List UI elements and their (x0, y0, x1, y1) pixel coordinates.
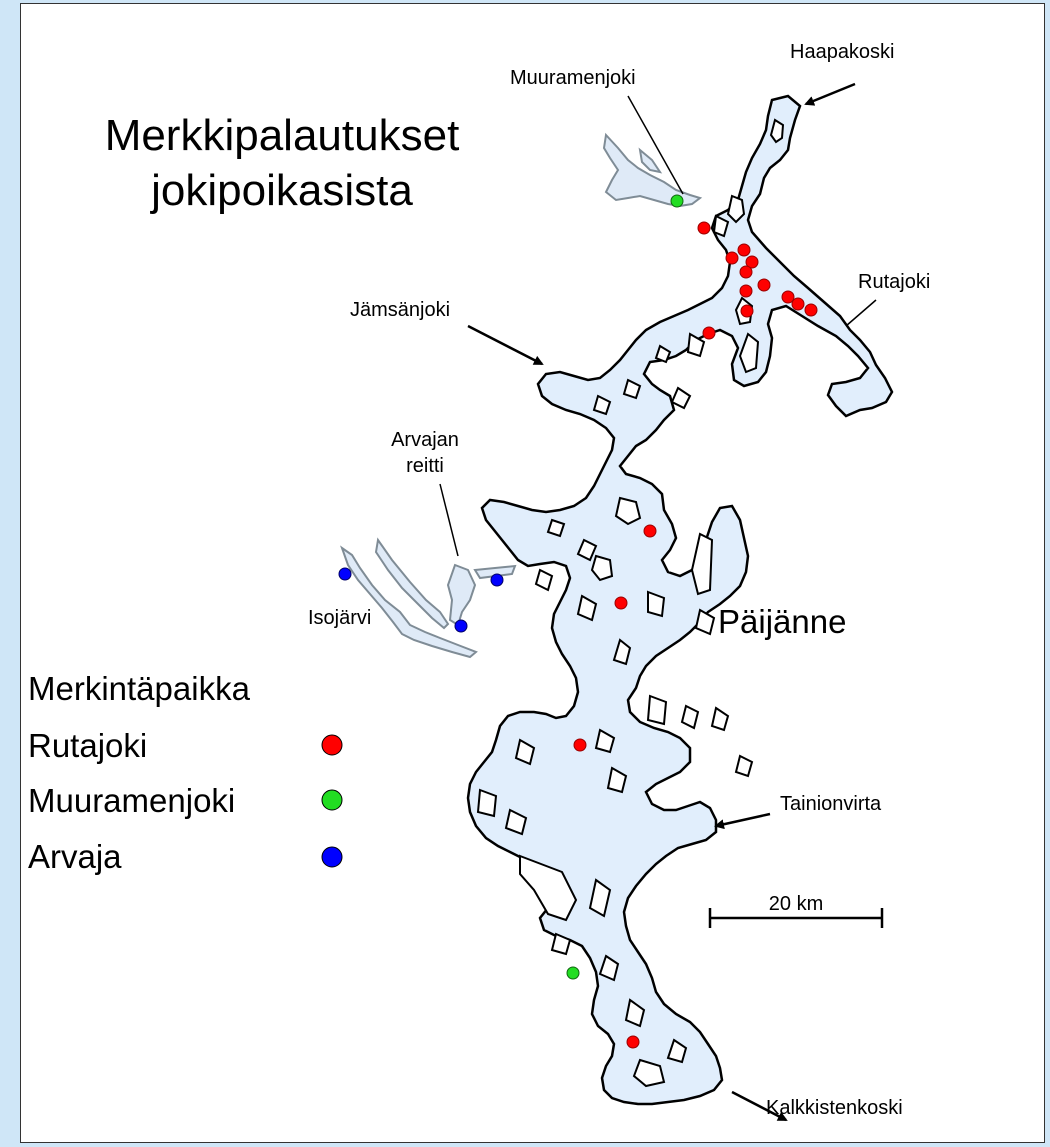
isojarvi-lake (340, 537, 517, 659)
marker-muuramenjoki (566, 966, 580, 980)
scale-bar (708, 908, 884, 928)
marker-rutajoki (745, 255, 759, 269)
markers-rutajoki (573, 221, 818, 1049)
marker-rutajoki (725, 251, 739, 265)
legend-item-muuramenjoki-label: Muuramenjoki (28, 782, 235, 819)
label-jamsanjoki: Jämsänjoki (350, 299, 450, 321)
legend-item-rutajoki-swatch (321, 734, 343, 756)
label-muuramenjoki: Muuramenjoki (510, 67, 636, 89)
marker-arvaja (338, 567, 352, 581)
marker-arvaja (490, 573, 504, 587)
label-isojarvi: Isojärvi (308, 607, 371, 629)
leader-arvajan-reitti (439, 483, 459, 557)
title-line-1: Merkkipalautukset (105, 111, 460, 160)
marker-rutajoki (702, 326, 716, 340)
marker-rutajoki (626, 1035, 640, 1049)
marker-arvaja (454, 619, 468, 633)
legend-item-arvaja-label: Arvaja (28, 838, 122, 875)
marker-muuramenjoki (670, 194, 684, 208)
label-kalkkistenkoski: Kalkkistenkoski (766, 1097, 903, 1119)
marker-rutajoki (614, 596, 628, 610)
label-haapakoski: Haapakoski (790, 41, 895, 63)
legend-heading: Merkintäpaikka (28, 670, 251, 707)
markers-muuramenjoki (566, 194, 684, 980)
muuramenjoki-lake (602, 132, 703, 208)
leader-rutajoki (845, 299, 877, 327)
marker-rutajoki (643, 524, 657, 538)
marker-rutajoki (757, 278, 771, 292)
paijanne-lake (466, 94, 894, 1106)
arrow-tainionvirta (714, 812, 771, 830)
label-rutajoki: Rutajoki (858, 271, 930, 293)
marker-rutajoki (739, 284, 753, 298)
marker-rutajoki (739, 265, 753, 279)
legend-item-rutajoki-label: Rutajoki (28, 727, 147, 764)
marker-rutajoki (573, 738, 587, 752)
marker-rutajoki (791, 297, 805, 311)
marker-rutajoki (737, 243, 751, 257)
leader-muuramenjoki (627, 95, 684, 195)
marker-rutajoki (740, 304, 754, 318)
arrow-kalkkistenkoski (731, 1090, 788, 1122)
marker-rutajoki (804, 303, 818, 317)
legend-item-arvaja-swatch (321, 846, 343, 868)
arrow-haapakoski (804, 82, 856, 106)
legend: Merkintäpaikka Rutajoki Muuramenjoki Arv… (28, 670, 343, 875)
label-arvajan-line-2: reitti (406, 455, 444, 477)
marker-rutajoki (781, 290, 795, 304)
scale-bar-label: 20 km (769, 893, 823, 915)
marker-rutajoki (697, 221, 711, 235)
label-arvajan-line-1: Arvajan (391, 429, 459, 451)
legend-item-muuramenjoki-swatch (321, 789, 343, 811)
markers-arvaja (338, 567, 504, 633)
map-frame (20, 3, 1045, 1143)
label-tainionvirta: Tainionvirta (780, 793, 882, 815)
title-line-2: jokipoikasista (149, 166, 413, 215)
lake-name-label: Päijänne (718, 603, 846, 640)
arrow-jamsanjoki (467, 324, 544, 366)
